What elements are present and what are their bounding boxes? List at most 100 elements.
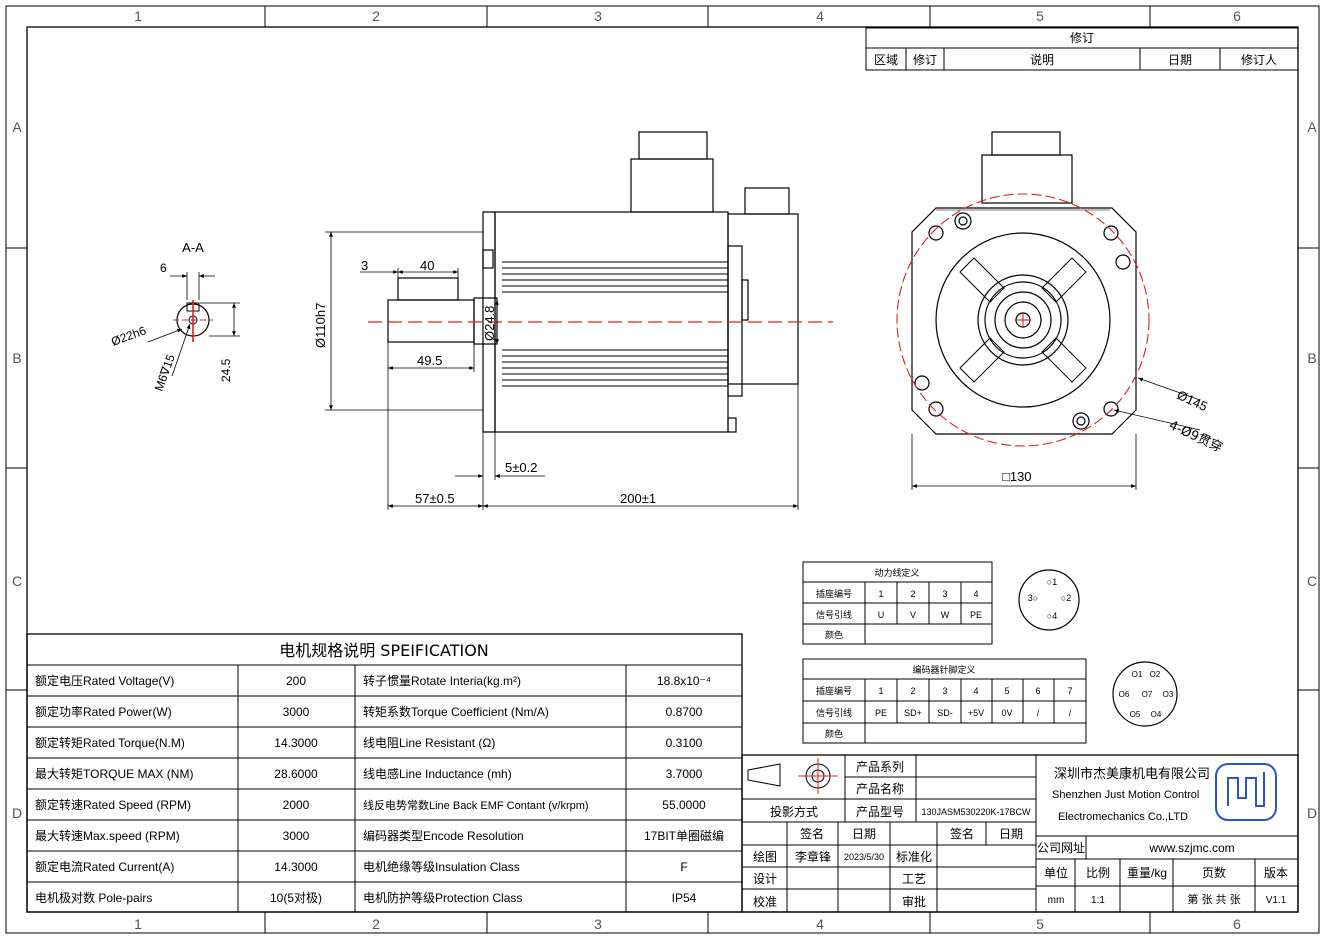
svg-text:7: 7	[1067, 686, 1072, 696]
svg-text:3: 3	[942, 686, 947, 696]
svg-text:4: 4	[973, 686, 978, 696]
svg-text:O5: O5	[1130, 710, 1141, 719]
row-label: C	[12, 573, 22, 589]
power-row-label: 颜色	[825, 629, 843, 640]
spec-title: 电机规格说明 SPEIFICATION	[279, 641, 489, 660]
dim-shaft-dia: Ø22h6	[109, 323, 148, 349]
projection-symbol	[747, 758, 838, 794]
front-view-dim-labels: Ø145 4-Ø9贯穿 □130	[1002, 387, 1225, 484]
spec-value: 3000	[283, 705, 310, 719]
spec-value: IP54	[672, 891, 697, 905]
spec-value: 17BIT单圈磁编	[644, 828, 724, 843]
spec-value: 3000	[283, 829, 310, 843]
spec-table: 电机规格说明 SPEIFICATION 额定电压Rated Voltage(V)…	[26, 633, 743, 913]
dim-thread: M6∇15	[152, 352, 178, 393]
row-label: D	[12, 805, 22, 821]
spec-value: 2000	[283, 798, 310, 812]
side-view-dims	[325, 231, 799, 510]
svg-text:审批: 审批	[902, 894, 926, 909]
product-model: 130JASM530220K-17BCW	[921, 807, 1031, 817]
spec-label: 额定功率Rated Power(W)	[35, 704, 172, 719]
spec-value: 0.3100	[666, 736, 703, 750]
spec-value: 0.8700	[666, 705, 703, 719]
svg-text:1: 1	[878, 686, 883, 696]
dim-flange-pilot: Ø110h7	[313, 303, 328, 348]
spec-label: 额定转矩Rated Torque(N.M)	[35, 735, 185, 750]
dim-pilot-depth: 5±0.2	[505, 460, 537, 475]
power-signal: W	[941, 610, 950, 620]
power-pin: 4	[973, 589, 978, 599]
spec-label: 转子惯量Rotate Interia(kg.m²)	[363, 673, 521, 688]
svg-text:签名: 签名	[800, 826, 824, 841]
front-view-centerlines	[896, 193, 1150, 447]
col-label: 5	[1036, 8, 1044, 24]
svg-text:O4: O4	[1151, 710, 1162, 719]
company-en: Shenzhen Just Motion Control	[1052, 789, 1199, 801]
revision-header: 说明	[1030, 52, 1054, 67]
svg-text:O7: O7	[1142, 690, 1153, 699]
power-pin: 1	[878, 589, 883, 599]
col-label: 3	[594, 8, 602, 24]
spec-label: 额定电压Rated Voltage(V)	[35, 673, 174, 688]
svg-text:2: 2	[910, 686, 915, 696]
svg-text:比例: 比例	[1086, 866, 1110, 880]
svg-text:产品名称: 产品名称	[856, 781, 904, 796]
spec-label: 额定电流Rated Current(A)	[35, 859, 174, 874]
spec-label: 电机绝缘等级Insulation Class	[363, 859, 520, 874]
drawer-name: 李章锋	[795, 849, 831, 864]
title-block: 产品系列 产品名称 投影方式 产品型号 130JASM530220K-17BCW…	[741, 754, 1299, 913]
svg-text:SD+: SD+	[904, 708, 922, 718]
svg-text:6: 6	[1035, 686, 1040, 696]
svg-text:O1: O1	[1132, 670, 1143, 679]
dim-key-width: 6	[160, 261, 167, 275]
svg-text:校准: 校准	[753, 894, 777, 909]
side-view-dim-labels: 3 40 Ø110h7 Ø24.8 49.5 5±0.2 57±0.5 200±…	[313, 258, 656, 506]
col-label: 3	[594, 916, 602, 932]
svg-text:日期: 日期	[852, 827, 876, 841]
spec-label: 电机防护等级Protection Class	[363, 890, 522, 905]
spec-value: 14.3000	[274, 860, 318, 874]
row-label: A	[1307, 119, 1317, 135]
revision-header: 区域	[874, 53, 898, 67]
revision-block: 修订 区域 修订 说明 日期 修订人	[865, 27, 1299, 71]
svg-text:PE: PE	[875, 708, 887, 718]
front-view-dims	[911, 377, 1201, 490]
dim-shaft-length: 57±0.5	[415, 491, 455, 506]
spec-value: F	[680, 860, 687, 874]
col-label: 1	[134, 8, 142, 24]
power-pin: 2	[910, 589, 915, 599]
power-row-label: 插座编号	[816, 588, 852, 599]
revision-header: 修订人	[1241, 52, 1277, 67]
company-cn: 深圳市杰美康机电有限公司	[1054, 766, 1210, 781]
encoder-row-label: 颜色	[825, 728, 843, 739]
col-label: 2	[372, 916, 380, 932]
encoder-row-label: 插座编号	[816, 685, 852, 696]
svg-text:单位: 单位	[1044, 865, 1068, 880]
power-connector-pinout: ○1 3○ ○2 ○4	[1018, 569, 1080, 631]
company-logo	[1215, 763, 1277, 821]
col-label: 4	[816, 916, 824, 932]
svg-text:产品系列: 产品系列	[856, 760, 904, 774]
svg-text:○4: ○4	[1047, 611, 1057, 621]
svg-text:O6: O6	[1119, 690, 1130, 699]
power-signal: V	[910, 610, 916, 620]
revision-header: 日期	[1168, 53, 1192, 67]
svg-text:/: /	[1037, 708, 1040, 718]
dim-body-length: 200±1	[620, 491, 656, 506]
spec-label: 线电阻Line Resistant (Ω)	[363, 736, 495, 750]
row-label: B	[1307, 350, 1316, 366]
svg-text:O2: O2	[1150, 670, 1161, 679]
svg-text:○1: ○1	[1047, 577, 1057, 587]
version-value: V1.1	[1266, 895, 1287, 906]
svg-text:工艺: 工艺	[902, 872, 926, 886]
spec-label: 转矩系数Torque Coefficient (Nm/A)	[363, 704, 549, 719]
spec-label: 最大转速Max.speed (RPM)	[35, 828, 180, 843]
scale-value: 1:1	[1091, 895, 1105, 906]
encoder-connector-table: 编码器针脚定义 插座编号 1 2 3 4 5 6 7 信号引线 PE SD+ S…	[802, 658, 1087, 744]
revision-title: 修订	[1070, 30, 1094, 45]
row-label: C	[1307, 573, 1317, 589]
page-value: 第 张 共 张	[1187, 892, 1240, 906]
side-view	[387, 131, 799, 433]
svg-text:O3: O3	[1163, 690, 1174, 699]
